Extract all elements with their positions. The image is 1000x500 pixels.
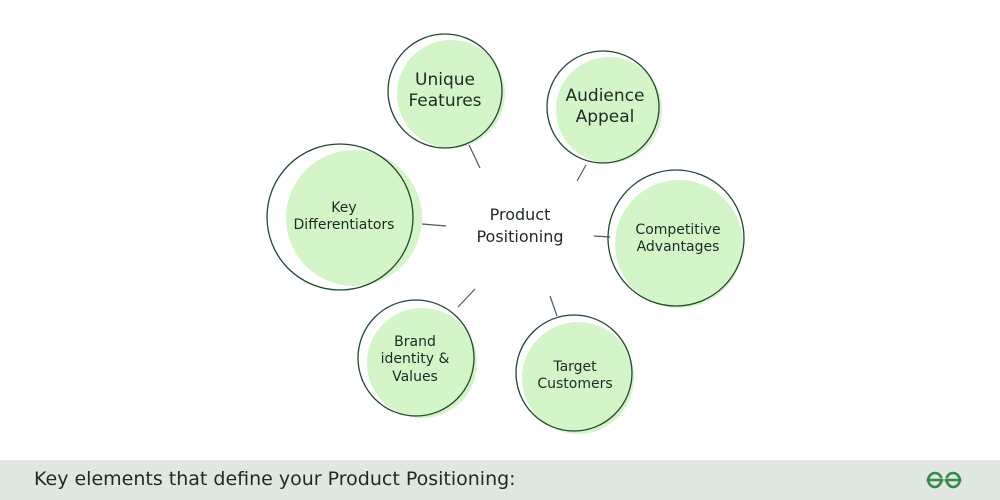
node-label-competitive-advantages: Competitive Advantages xyxy=(635,221,721,255)
node-label-brand-identity-values: Brand identity & Values xyxy=(380,334,450,385)
node-target-customers xyxy=(515,314,634,434)
node-key-differentiators xyxy=(266,143,422,291)
node-label-key-differentiators: Key Differentiators xyxy=(293,199,395,233)
connector-brand-identity xyxy=(457,288,476,308)
node-brand-identity-values xyxy=(357,299,477,418)
node-label-target-customers: Target Customers xyxy=(537,358,613,392)
node-label-unique-features: Unique Features xyxy=(408,70,482,111)
node-audience-appeal xyxy=(546,50,662,164)
connector-competitive-advantages xyxy=(593,235,611,238)
connector-unique-features xyxy=(468,144,481,169)
footer-title: Key elements that define your Product Po… xyxy=(34,468,516,490)
footer-bar: Key elements that define your Product Po… xyxy=(0,460,1000,500)
node-label-audience-appeal: Audience Appeal xyxy=(565,86,645,127)
node-unique-features xyxy=(387,33,505,149)
diagram-graphics xyxy=(266,33,745,434)
connector-audience-appeal xyxy=(576,164,587,182)
geeksforgeeks-logo-icon xyxy=(926,471,962,489)
center-label: Product Positioning xyxy=(476,204,564,246)
connector-key-differentiators xyxy=(421,223,447,227)
connector-target-customers xyxy=(549,295,558,317)
node-competitive-advantages xyxy=(607,169,745,308)
